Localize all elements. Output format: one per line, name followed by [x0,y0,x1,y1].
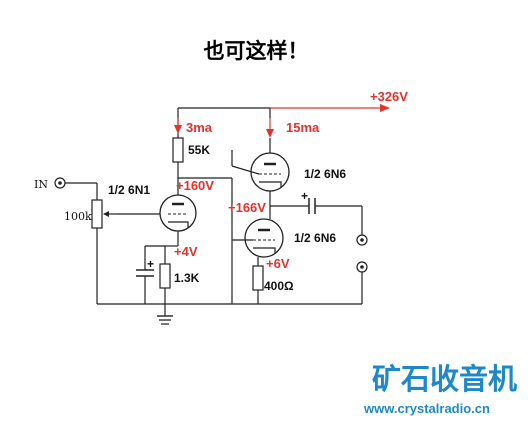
current-3ma: 3ma [186,120,213,135]
output-section: + [270,189,368,304]
input-label: IN [34,178,48,191]
voltage-cathode1: +4V [174,244,198,259]
plate-resistor [172,137,184,163]
diagram-title: 也可这样！ [204,39,309,63]
input-section: IN 100k [34,177,160,304]
brand-url: www.crystalradio.cn [363,401,490,416]
pot-label: 100k [64,210,92,223]
output-resistor [252,265,264,291]
interstage-wiring [178,150,260,304]
potentiometer [91,199,103,229]
tube3-label: 1/2 6N6 [294,231,336,245]
current-15ma: 15ma [286,120,320,135]
cathode-network-1: + 1.3K [136,245,200,325]
tube1-label: 1/2 6N1 [108,183,150,197]
supply-rail: +326V [178,89,408,112]
plate-resistor-label: 55K [188,143,210,157]
cathode-resistor-label: 1.3K [174,271,200,285]
voltage-plate2: +166V [228,200,266,215]
cathode-resistor [159,263,171,289]
supply-voltage-label: +326V [370,89,408,104]
brand-name: 矿石收音机 [372,362,517,396]
tube-6n6-lower [244,206,284,304]
watermark: 矿石收音机 www.crystalradio.cn [363,362,517,416]
output-resistor-label: 400Ω [264,279,294,293]
voltage-plate1: +160V [176,178,214,193]
annotations: 3ma 15ma +160V +166V +4V +6V [174,118,320,271]
capacitor-polarity: + [147,257,154,271]
output-cap-polarity: + [301,189,308,203]
tube2-label: 1/2 6N6 [304,167,346,181]
tube-6n6-upper [250,108,290,206]
voltage-cathode2: +6V [266,256,290,271]
